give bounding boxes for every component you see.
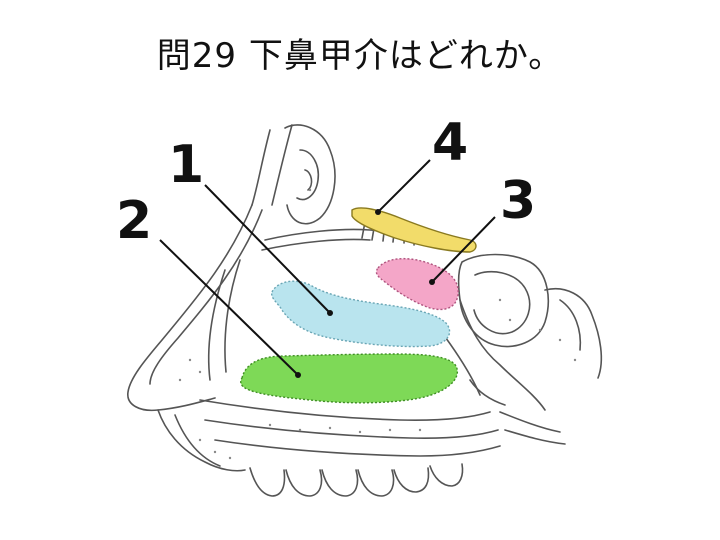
question-title: 問29 下鼻甲介はどれか。 <box>156 36 564 76</box>
leader-dot-2 <box>295 372 301 378</box>
leader-line-2 <box>159 239 299 376</box>
cribriform-plate-region[interactable] <box>351 207 477 253</box>
label-3: 3 <box>500 171 536 231</box>
leader-line-1 <box>204 184 331 314</box>
inferior-turbinate-region[interactable] <box>240 353 459 404</box>
leader-lines <box>159 159 496 376</box>
leader-dot-4 <box>375 209 381 215</box>
leader-dots <box>295 209 435 378</box>
label-2: 2 <box>116 191 152 251</box>
bone-texture <box>178 188 577 460</box>
leader-dot-3 <box>429 279 435 285</box>
leader-line-4 <box>377 159 431 213</box>
label-4: 4 <box>432 113 468 173</box>
superior-turbinate-region[interactable] <box>375 257 459 311</box>
leader-line-3 <box>431 216 496 283</box>
leader-dot-1 <box>327 310 333 316</box>
label-1: 1 <box>168 135 204 195</box>
